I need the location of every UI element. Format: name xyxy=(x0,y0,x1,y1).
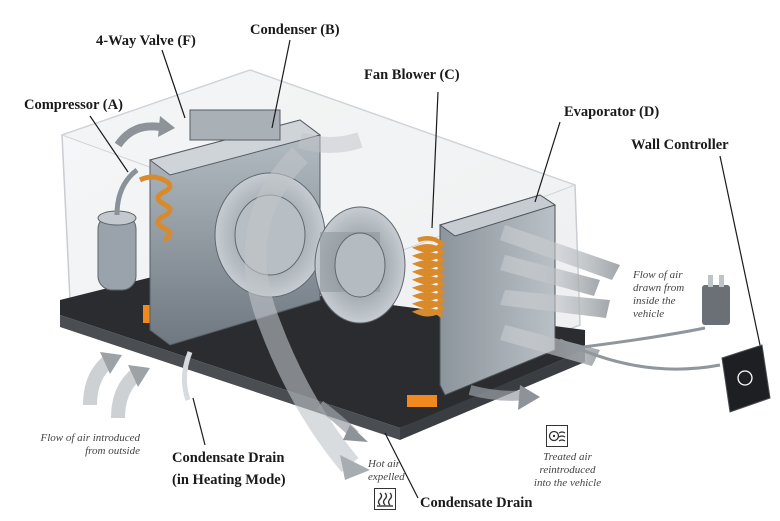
note-treated-air: Treated air reintroduced into the vehicl… xyxy=(520,451,615,490)
leader-condensate-drain-heating xyxy=(192,397,206,446)
note-flow-inside-line: vehicle xyxy=(633,308,665,320)
label-compressor: Compressor (A) xyxy=(24,97,123,113)
label-condensate-drain-heating-line1: Condensate Drain xyxy=(172,450,285,466)
drain-pad xyxy=(407,395,437,407)
leader-condensate-drain xyxy=(384,432,419,499)
leader-evaporator xyxy=(534,121,561,203)
note-treated-air-line: into the vehicle xyxy=(533,477,602,489)
fan-airflow-icon xyxy=(546,425,568,447)
note-hot-air-line: Hot air xyxy=(368,458,401,470)
note-treated-air-line: reintroduced xyxy=(539,464,596,476)
evaporator-coil xyxy=(411,235,446,318)
fan-blower xyxy=(314,206,406,324)
note-flow-outside-line: Flow of air introduced xyxy=(40,432,140,444)
power-plug xyxy=(702,275,730,325)
inside-airflow-arrows xyxy=(500,225,620,366)
heat-waves-icon xyxy=(374,488,396,510)
label-evaporator: Evaporator (D) xyxy=(564,104,660,120)
leader-wall-controller xyxy=(719,155,761,346)
compressor xyxy=(97,168,139,291)
hot-air-arrow xyxy=(316,401,368,442)
label-fan-blower: Fan Blower (C) xyxy=(364,67,460,83)
valve-airflow-arrowhead xyxy=(158,116,175,137)
treated-airflow-arrows xyxy=(468,385,540,410)
note-flow-inside-line: drawn from xyxy=(633,282,685,294)
heating-drain-hose xyxy=(182,351,193,401)
label-condensate-drain-heating-line2: (in Heating Mode) xyxy=(172,472,286,488)
note-flow-inside-line: Flow of air xyxy=(633,269,683,281)
leader-fan-blower xyxy=(431,91,439,229)
fan-airflow-icon-glyph xyxy=(548,430,566,442)
leader-compressor xyxy=(89,115,129,173)
outside-airflow-arrows xyxy=(83,352,150,419)
note-hot-air-line: expelled xyxy=(368,471,405,483)
leader-four-way-valve xyxy=(161,49,186,119)
label-wall-controller: Wall Controller xyxy=(631,137,729,153)
note-flow-outside: Flow of air introduced from outside xyxy=(40,432,140,458)
note-flow-outside-line: from outside xyxy=(85,445,140,457)
leader-condenser xyxy=(271,39,291,129)
note-treated-air-line: Treated air xyxy=(543,451,592,463)
leader-lines xyxy=(89,39,761,499)
note-flow-inside-line: inside the xyxy=(633,295,676,307)
valve-airflow-arrow xyxy=(114,122,161,148)
plug-cable xyxy=(574,326,706,350)
note-flow-inside: Flow of air drawn from inside the vehicl… xyxy=(633,269,684,321)
compressor-coil xyxy=(138,174,173,243)
note-hot-air: Hot air expelled xyxy=(368,458,405,484)
heat-waves-icon-glyph xyxy=(377,492,393,507)
label-condensate-drain: Condensate Drain xyxy=(420,495,533,511)
wall-controller-device xyxy=(721,344,771,413)
internal-airflow-arc xyxy=(244,132,370,480)
label-four-way-valve: 4-Way Valve (F) xyxy=(96,33,196,49)
label-condenser: Condenser (B) xyxy=(250,22,340,38)
